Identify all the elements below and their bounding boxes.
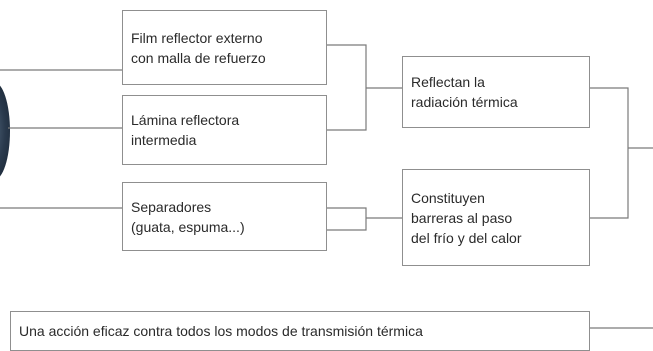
box-constituyen-line-2: barreras al paso <box>411 209 513 226</box>
box-constituyen: Constituyen barreras al paso del frío y … <box>402 169 590 266</box>
box-separadores-line-2: (guata, espuma...) <box>131 218 245 235</box>
box-lamina-line-1: Lámina reflectora <box>131 112 240 128</box>
box-lamina-line-2: intermedia <box>131 132 197 148</box>
box-film-reflector: Film reflector externo con malla de refu… <box>122 10 327 85</box>
box-lamina-reflectora: Lámina reflectora intermedia <box>122 95 327 165</box>
box-reflectan-line-2: radiación térmica <box>411 94 518 110</box>
box-accion-line-1: Una acción eficaz contra todos los modos… <box>19 323 423 339</box>
box-film-line-2: con malla de refuerzo <box>131 49 266 66</box>
box-constituyen-line-1: Constituyen <box>411 189 485 206</box>
box-reflectan-line-1: Reflectan la <box>411 74 485 90</box>
box-accion-eficaz: Una acción eficaz contra todos los modos… <box>10 311 590 351</box>
box-film-line-1: Film reflector externo <box>131 29 263 46</box>
box-separadores-line-1: Separadores <box>131 198 212 215</box>
connector-lamina-bracket <box>327 88 367 131</box>
connector-reflectan-right <box>590 87 629 219</box>
box-reflectan: Reflectan la radiación térmica <box>402 56 590 128</box>
box-constituyen-line-3: del frío y del calor <box>411 229 522 246</box>
insulation-material-image <box>0 82 10 180</box>
box-separadores: Separadores (guata, espuma...) <box>122 182 327 251</box>
connector-separadores-bracket <box>327 207 367 231</box>
connector-film-bracket <box>327 44 367 88</box>
